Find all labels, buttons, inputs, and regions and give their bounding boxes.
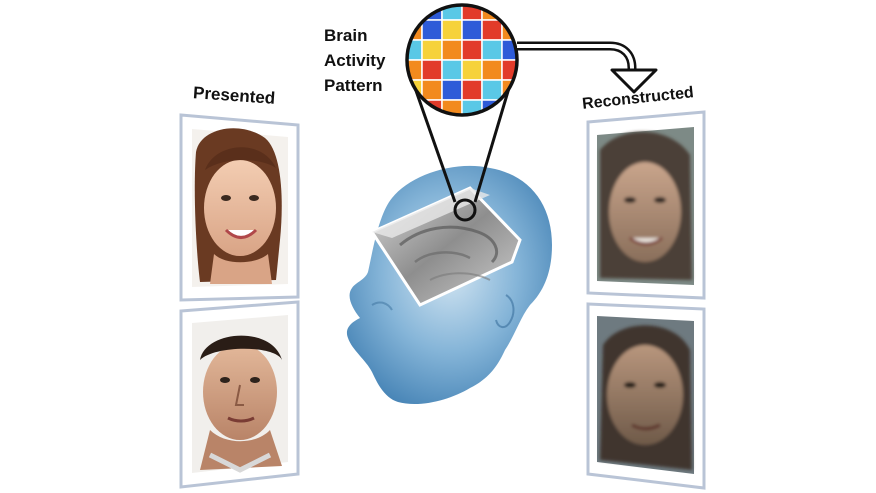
grid-cell [481, 59, 503, 81]
brain-activity-pattern-label: Brain Activity Pattern [324, 23, 385, 98]
grid-cell [441, 5, 463, 21]
grid-cell [421, 59, 443, 81]
brain-label-line-2: Activity [324, 51, 386, 70]
grid-cell [421, 19, 443, 41]
grid-cell [461, 5, 483, 21]
reconstructed-female-face-icon [600, 131, 692, 280]
grid-cell [481, 19, 503, 41]
brain-label-line-1: Brain [324, 26, 368, 45]
grid-cell [501, 59, 517, 81]
grid-cell [441, 99, 463, 115]
frame-reconstructed-female [586, 110, 706, 300]
grid-cell [407, 59, 423, 81]
grid-cell [421, 39, 443, 61]
grid-cell [421, 79, 443, 101]
male-face-icon [200, 335, 282, 473]
grid-cell [441, 39, 463, 61]
grid-cell [461, 79, 483, 101]
grid-cell [461, 39, 483, 61]
grid-cell [441, 59, 463, 81]
grid-cell [461, 99, 483, 115]
magnifier-icon [453, 198, 477, 222]
grid-cell [481, 39, 503, 61]
grid-cell [461, 19, 483, 41]
grid-cell [441, 19, 463, 41]
reconstructed-male-face-icon [600, 325, 692, 470]
grid-cell [501, 5, 517, 21]
grid-cell [407, 5, 423, 21]
frame-presented-female [179, 113, 300, 302]
brain-label-line-3: Pattern [324, 76, 383, 95]
female-face-icon [194, 128, 282, 284]
grid-cell [461, 59, 483, 81]
grid-cell [407, 39, 423, 61]
magnifier-cone [412, 77, 514, 222]
grid-cell [481, 79, 503, 101]
frame-reconstructed-male [586, 302, 706, 490]
grid-cell [441, 79, 463, 101]
frame-presented-male [179, 300, 300, 489]
curved-arrow-icon [517, 41, 658, 94]
